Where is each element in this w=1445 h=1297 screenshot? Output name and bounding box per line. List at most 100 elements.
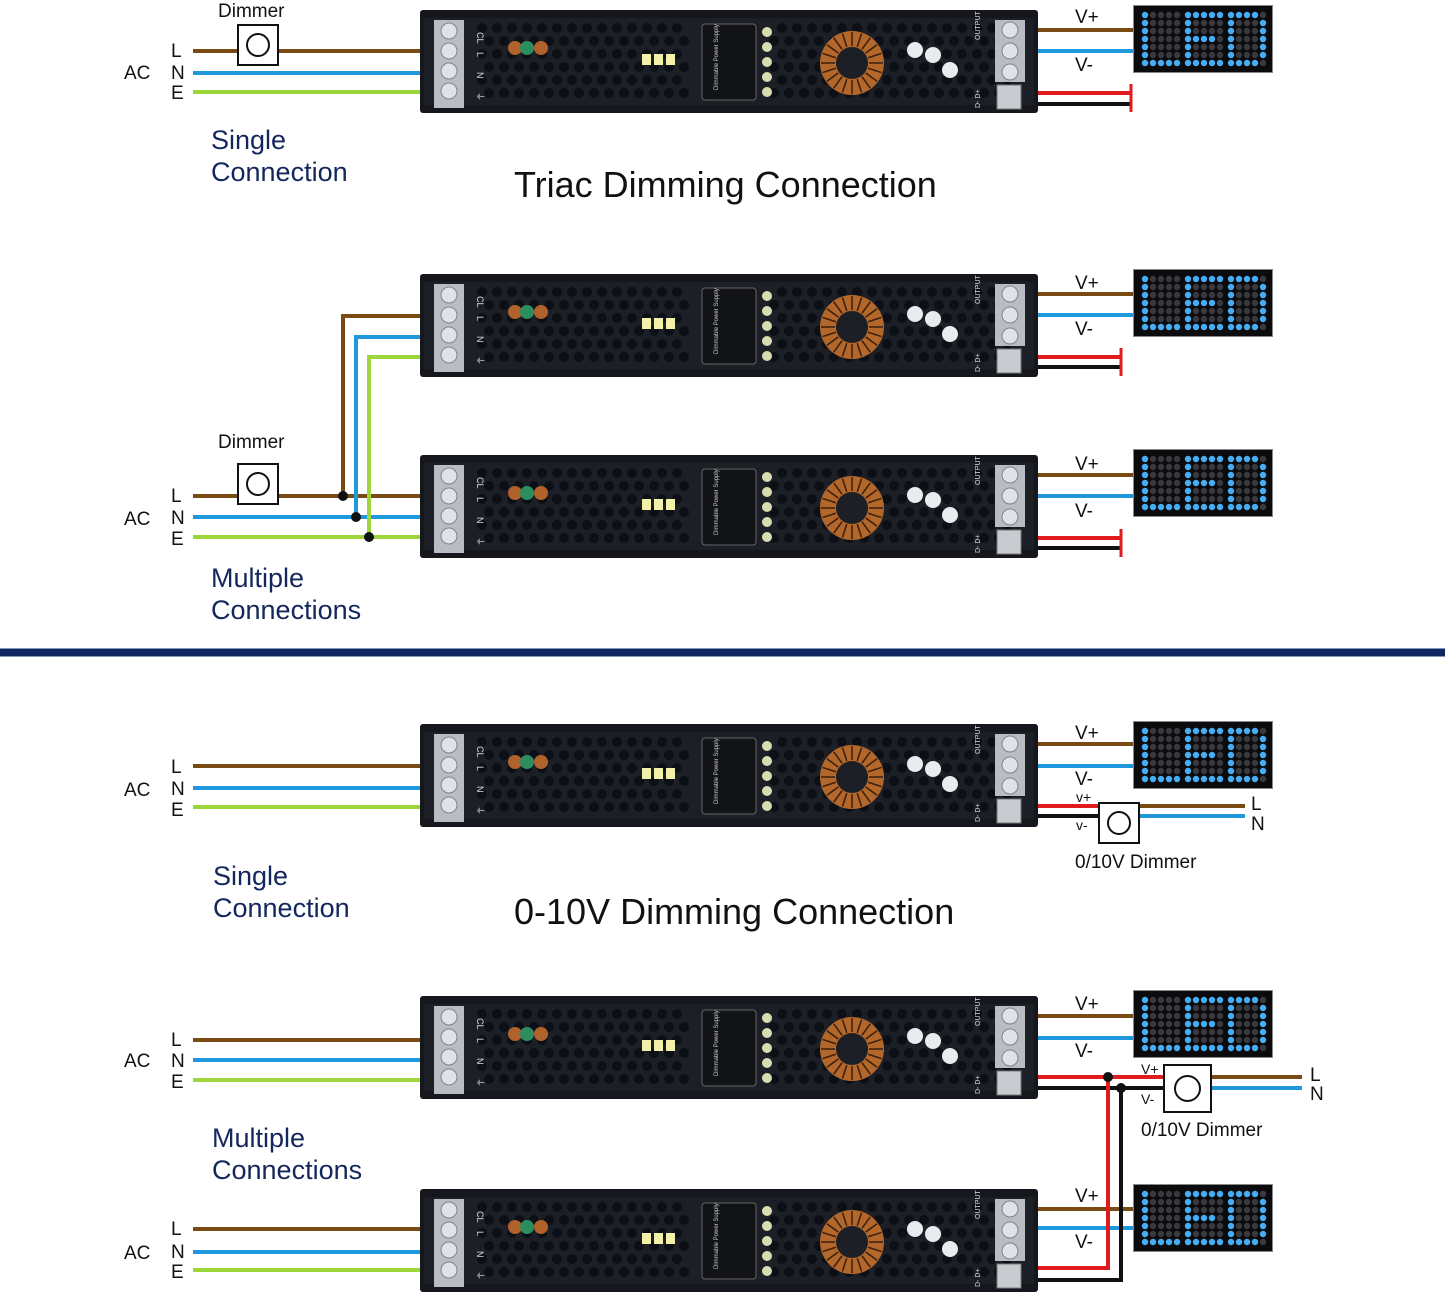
led-dot-off xyxy=(1251,487,1259,495)
led-dot-off xyxy=(1149,275,1157,283)
led-dot-off xyxy=(1208,1222,1216,1230)
led-display xyxy=(1132,989,1274,1059)
led-dot-off xyxy=(1192,1036,1200,1044)
led-dot-off xyxy=(1216,463,1224,471)
led-dot-off xyxy=(1173,767,1181,775)
led-dot-off xyxy=(1251,43,1259,51)
led-dot-off xyxy=(1173,291,1181,299)
led-dot-on xyxy=(1200,35,1208,43)
led-dot-on xyxy=(1243,727,1251,735)
led-dot-off xyxy=(1157,727,1165,735)
led-dot-off xyxy=(1165,1222,1173,1230)
terminal-screw-icon xyxy=(440,796,458,814)
led-dot-off xyxy=(1157,291,1165,299)
led-dot-off xyxy=(1192,767,1200,775)
capacitor-icon xyxy=(534,41,548,55)
led-dot-off xyxy=(1173,759,1181,767)
led-dot-off xyxy=(1208,1230,1216,1238)
led-dot-off xyxy=(1216,1004,1224,1012)
led-dot-on xyxy=(1227,275,1235,283)
led-dot-on xyxy=(1200,1190,1208,1198)
input-terminal-label: ⏚ xyxy=(475,1078,485,1087)
capacitor-icon xyxy=(925,1033,941,1049)
vplus-label: V+ xyxy=(1075,454,1099,475)
terminal-screw-icon xyxy=(440,776,458,794)
led-dot-on xyxy=(1227,463,1235,471)
led-dot-on xyxy=(1227,35,1235,43)
led-dot-off xyxy=(1200,19,1208,27)
junction-dot xyxy=(364,532,374,542)
led-dot-off xyxy=(1216,767,1224,775)
led-dot-on xyxy=(1227,1190,1235,1198)
led-dot-off xyxy=(1173,299,1181,307)
led-dot-off xyxy=(1192,1004,1200,1012)
led-dot-on xyxy=(1200,11,1208,19)
led-dot-on xyxy=(1200,1214,1208,1222)
led-dot-on xyxy=(1227,291,1235,299)
led-dot-on xyxy=(1184,775,1192,783)
zero-ten-title: 0-10V Dimming Connection xyxy=(514,891,955,932)
led-dot-off xyxy=(1235,463,1243,471)
led-dot-off xyxy=(1243,1004,1251,1012)
led-dot-off xyxy=(1259,275,1267,283)
led-dot-off xyxy=(1235,19,1243,27)
led-dot-on xyxy=(1227,471,1235,479)
led-dot-off xyxy=(1216,479,1224,487)
led-dot-off xyxy=(1173,51,1181,59)
led-dot-off xyxy=(1200,1012,1208,1020)
terminal-screw-icon xyxy=(1001,756,1019,774)
led-dot-on xyxy=(1208,1044,1216,1052)
capacitor-icon xyxy=(534,486,548,500)
led-dot-off xyxy=(1165,43,1173,51)
led-dot-off xyxy=(1235,43,1243,51)
led-dot-on xyxy=(1259,1198,1267,1206)
terminal-screw-icon xyxy=(1001,1221,1019,1239)
led-dot-on xyxy=(1141,1206,1149,1214)
hex-bump-icon xyxy=(762,532,772,542)
earth-label: E xyxy=(171,800,184,821)
led-dot-on xyxy=(1235,275,1243,283)
capacitor-icon xyxy=(942,776,958,792)
led-dot-off xyxy=(1149,495,1157,503)
triac-title: Triac Dimming Connection xyxy=(514,164,937,205)
input-terminal-label: CL xyxy=(475,477,485,489)
led-dot-off xyxy=(1173,283,1181,291)
led-dot-on xyxy=(1141,751,1149,759)
led-dot-on xyxy=(1227,767,1235,775)
led-dot-off xyxy=(1243,1028,1251,1036)
led-dot-on xyxy=(1184,315,1192,323)
led-dot-on xyxy=(1192,1190,1200,1198)
spec-label-plate xyxy=(701,1009,757,1087)
led-dot-off xyxy=(1243,1206,1251,1214)
led-dot-on xyxy=(1259,43,1267,51)
led-indicator-icon xyxy=(666,1233,675,1244)
led-dot-off xyxy=(1192,1198,1200,1206)
capacitor-icon xyxy=(907,1028,923,1044)
led-dot-off xyxy=(1251,479,1259,487)
hex-bump-icon xyxy=(762,1058,772,1068)
led-dot-on xyxy=(1251,11,1259,19)
led-dot-off xyxy=(1216,315,1224,323)
led-dot-off xyxy=(1251,463,1259,471)
led-dot-off xyxy=(1173,1190,1181,1198)
led-dot-on xyxy=(1184,743,1192,751)
led-dot-off xyxy=(1216,1214,1224,1222)
dim-vminus-label: V- xyxy=(1141,1091,1155,1107)
led-dot-off xyxy=(1251,1004,1259,1012)
led-dot-off xyxy=(1149,51,1157,59)
led-dot-off xyxy=(1173,1222,1181,1230)
led-dot-on xyxy=(1184,1028,1192,1036)
led-dot-off xyxy=(1165,759,1173,767)
led-dot-on xyxy=(1259,743,1267,751)
led-dot-on xyxy=(1141,1004,1149,1012)
dim-terminal-block xyxy=(996,529,1022,555)
led-dot-on xyxy=(1227,503,1235,511)
led-dot-off xyxy=(1157,19,1165,27)
led-dot-off xyxy=(1192,307,1200,315)
led-dot-off xyxy=(1208,291,1216,299)
led-dot-off xyxy=(1235,759,1243,767)
terminal-screw-icon xyxy=(440,487,458,505)
